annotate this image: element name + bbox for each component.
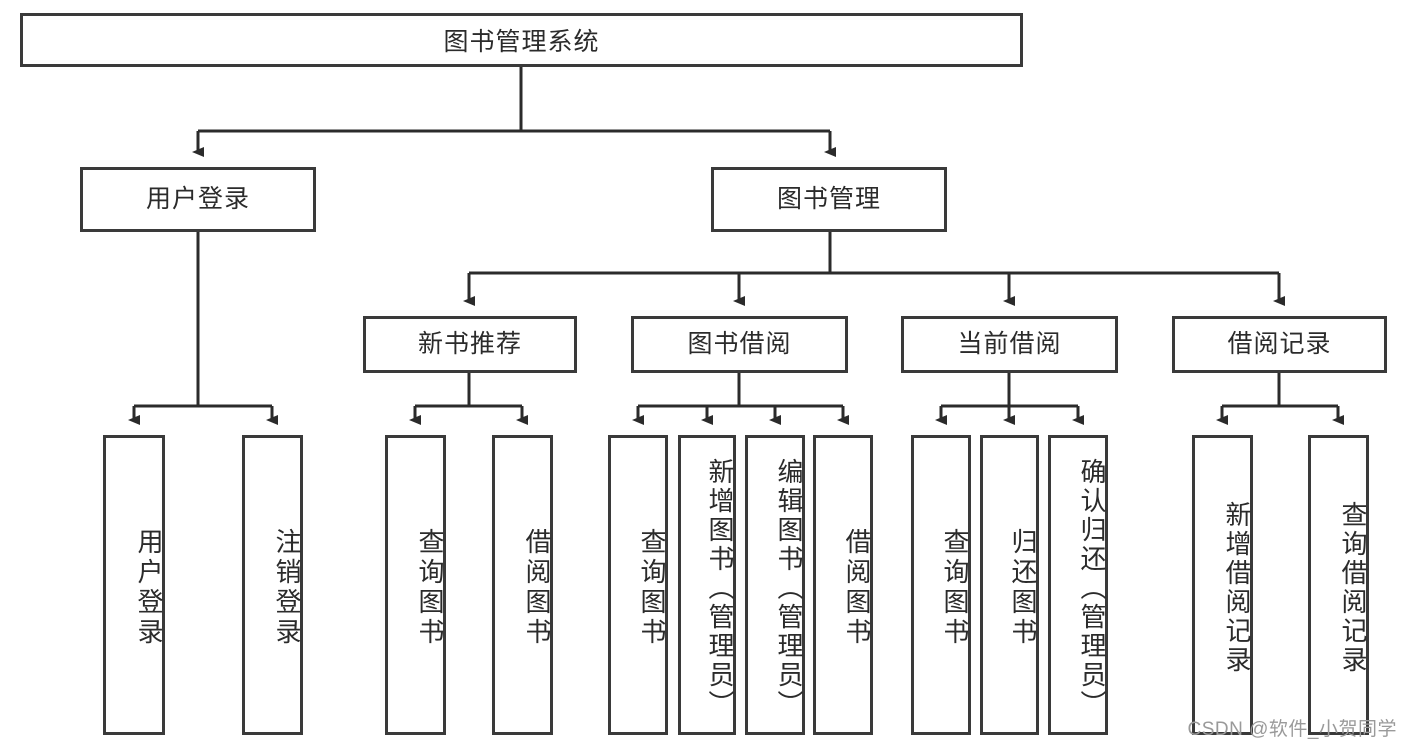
leaf-confirm-return-admin-label: 确认归还（管理员） <box>1077 457 1107 719</box>
node-new-book-recommend[interactable]: 新书推荐 <box>363 316 577 373</box>
leaf-borrow-book-label: 借阅图书 <box>842 528 872 648</box>
leaf-query-borrow-record-label: 查询借阅记录 <box>1338 501 1368 675</box>
leaf-user-login-label: 用户登录 <box>134 528 164 648</box>
leaf-borrow-book[interactable]: 借阅图书 <box>813 435 873 735</box>
leaf-edit-book-admin-label: 编辑图书（管理员） <box>774 457 804 719</box>
leaf-add-borrow-record[interactable]: 新增借阅记录 <box>1192 435 1253 735</box>
leaf-query-book-new[interactable]: 查询图书 <box>385 435 446 735</box>
leaf-borrow-book-new-label: 借阅图书 <box>522 528 552 648</box>
node-book-management-label: 图书管理 <box>776 184 881 213</box>
leaf-edit-book-admin[interactable]: 编辑图书（管理员） <box>745 435 805 735</box>
leaf-add-book-admin-label: 新增图书（管理员） <box>705 457 735 719</box>
leaf-query-book-borrow-label: 查询图书 <box>637 528 667 648</box>
csdn-watermark: CSDN @软件_小贺同学 <box>1187 719 1397 740</box>
node-root-book-management-system[interactable]: 图书管理系统 <box>20 13 1023 67</box>
node-new-book-recommend-label: 新书推荐 <box>417 329 522 358</box>
leaf-add-borrow-record-label: 新增借阅记录 <box>1222 501 1252 675</box>
node-book-borrow-label: 图书借阅 <box>687 329 792 358</box>
node-user-login-label: 用户登录 <box>145 184 250 213</box>
node-book-management[interactable]: 图书管理 <box>711 167 947 232</box>
leaf-add-book-admin[interactable]: 新增图书（管理员） <box>678 435 736 735</box>
leaf-query-book-borrow[interactable]: 查询图书 <box>608 435 668 735</box>
leaf-query-borrow-record[interactable]: 查询借阅记录 <box>1308 435 1369 735</box>
leaf-confirm-return-admin[interactable]: 确认归还（管理员） <box>1048 435 1108 735</box>
leaf-query-book-new-label: 查询图书 <box>415 528 445 648</box>
leaf-user-login[interactable]: 用户登录 <box>103 435 165 735</box>
leaf-logout-label: 注销登录 <box>272 528 302 648</box>
leaf-return-book-label: 归还图书 <box>1008 528 1038 648</box>
leaf-return-book[interactable]: 归还图书 <box>980 435 1039 735</box>
leaf-query-book-current-label: 查询图书 <box>940 528 970 648</box>
node-borrow-record-label: 借阅记录 <box>1227 329 1332 358</box>
node-root-label: 图书管理系统 <box>443 28 600 56</box>
leaf-borrow-book-new[interactable]: 借阅图书 <box>492 435 553 735</box>
leaf-logout[interactable]: 注销登录 <box>242 435 303 735</box>
leaf-query-book-current[interactable]: 查询图书 <box>911 435 971 735</box>
node-borrow-record[interactable]: 借阅记录 <box>1172 316 1387 373</box>
node-user-login[interactable]: 用户登录 <box>80 167 316 232</box>
node-current-borrow-label: 当前借阅 <box>957 329 1062 358</box>
node-current-borrow[interactable]: 当前借阅 <box>901 316 1118 373</box>
node-book-borrow[interactable]: 图书借阅 <box>631 316 848 373</box>
